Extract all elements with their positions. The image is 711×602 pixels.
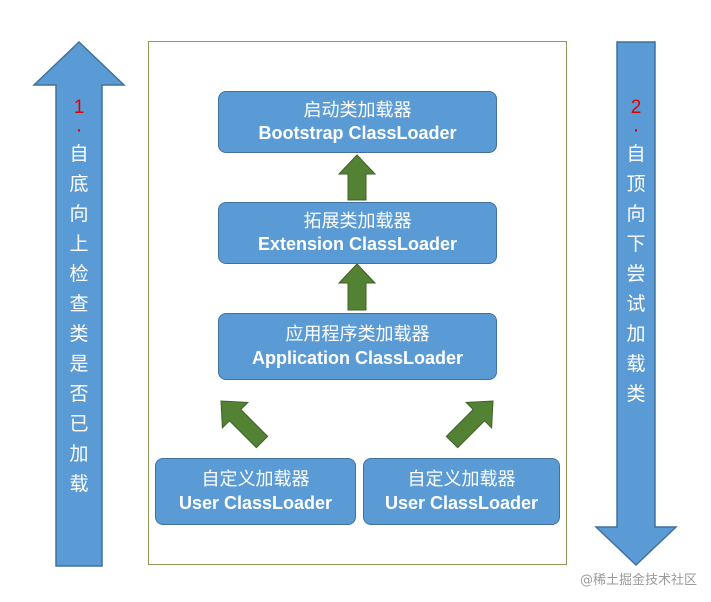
extension-cn-label: 拓展类加载器 xyxy=(303,210,412,232)
right-char: 载 xyxy=(626,353,646,375)
right-char: 试 xyxy=(626,293,646,315)
extension-en-label: Extension ClassLoader xyxy=(257,234,458,254)
left-step-dot: · xyxy=(75,120,83,142)
green-arrow-user2-to-app xyxy=(445,400,494,449)
user-classloader-box-2: 自定义加载器 User ClassLoader xyxy=(363,458,560,525)
left-step-number: 1 xyxy=(73,97,85,118)
right-char: 顶 xyxy=(626,173,646,195)
user2-cn-label: 自定义加载器 xyxy=(407,469,516,491)
application-classloader-box: 应用程序类加载器 Application ClassLoader xyxy=(218,313,497,380)
right-char: 加 xyxy=(626,323,646,345)
green-arrow-ext-to-boot xyxy=(337,154,377,201)
left-char: 查 xyxy=(69,293,89,315)
watermark: @稀土掘金技术社区 xyxy=(579,573,697,588)
right-char: 自 xyxy=(626,143,646,165)
left-char: 加 xyxy=(69,443,89,465)
bootstrap-classloader-box: 启动类加载器 Bootstrap ClassLoader xyxy=(218,91,497,153)
left-char: 上 xyxy=(69,233,89,255)
left-up-arrow xyxy=(32,40,126,567)
green-arrow-app-to-ext xyxy=(337,263,377,311)
left-char: 检 xyxy=(69,263,89,285)
left-char: 类 xyxy=(69,323,89,345)
extension-classloader-box: 拓展类加载器 Extension ClassLoader xyxy=(218,202,497,264)
bootstrap-en-label: Bootstrap ClassLoader xyxy=(258,123,457,143)
left-char: 底 xyxy=(69,173,89,195)
green-arrow-user1-to-app xyxy=(220,400,269,449)
right-char: 下 xyxy=(626,233,646,255)
user2-en-label: User ClassLoader xyxy=(384,492,539,513)
right-down-arrow xyxy=(594,41,678,567)
left-char: 已 xyxy=(69,413,89,435)
application-cn-label: 应用程序类加载器 xyxy=(285,324,430,346)
right-arrow-text: 2 · 自顶向下尝试加载类 xyxy=(621,92,651,409)
right-step-dot: · xyxy=(632,120,640,142)
user-classloader-box-1: 自定义加载器 User ClassLoader xyxy=(155,458,356,525)
user1-en-label: User ClassLoader xyxy=(178,492,333,513)
diagram-frame xyxy=(148,41,567,565)
left-char: 载 xyxy=(69,473,89,495)
right-char: 尝 xyxy=(626,263,646,285)
left-char: 是 xyxy=(69,353,89,375)
application-en-label: Application ClassLoader xyxy=(251,347,464,368)
left-char: 自 xyxy=(69,143,89,165)
right-char: 类 xyxy=(626,383,646,405)
right-char: 向 xyxy=(626,203,646,225)
left-char: 否 xyxy=(69,383,89,405)
bootstrap-cn-label: 启动类加载器 xyxy=(303,99,412,121)
left-arrow-text: 1 · 自底向上检查类是否已加载 xyxy=(64,92,94,499)
user1-cn-label: 自定义加载器 xyxy=(201,469,310,491)
left-char: 向 xyxy=(69,203,89,225)
right-step-number: 2 xyxy=(630,97,642,118)
